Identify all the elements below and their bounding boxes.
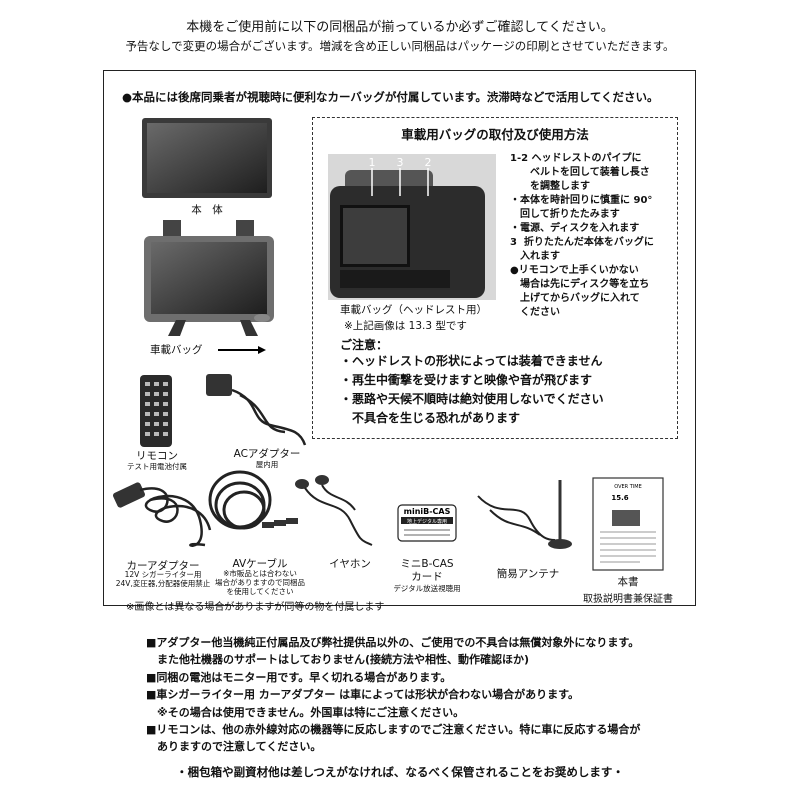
av-cable-image <box>208 470 298 530</box>
footnote: ※画像とは異なる場合がありますが同等の物を付属します <box>126 602 385 613</box>
ac-adapter-label: ACアダプター <box>233 448 301 460</box>
manual-image <box>592 477 664 571</box>
antenna-image <box>477 480 572 549</box>
header-line-1: 本機をご使用前に以下の同梱品が揃っているか必ずご確認してください。 <box>186 20 614 35</box>
step-line: 場合は先にディスク等を立ち <box>510 279 650 290</box>
antenna-label: 簡易アンテナ <box>496 568 560 580</box>
bcas-card-text: miniB-CAS <box>404 507 451 516</box>
bag-caption: 車載バッグ（ヘッドレスト用） <box>340 304 487 316</box>
note-line: ■車シガーライター用 カーアダプター は車によっては形状が合わない場合があります… <box>146 688 579 702</box>
bcas-label: ミニB-CAS <box>400 558 454 570</box>
caution-item: 不具合を生じる恐れがあります <box>340 411 521 425</box>
earphone-image <box>295 475 373 546</box>
step-line: 1-2 ヘッドレストのパイプに <box>510 153 642 164</box>
car-adapter-image <box>113 482 212 547</box>
note-line: また他社機器のサポートはしておりません(接続方法や相性、動作確認ほか) <box>146 653 530 667</box>
car-bag-label: 車載バッグ <box>150 344 203 356</box>
note-line: ■アダプター他当機純正付属品及び弊社提供品以外の、ご使用での不具合は無償対象外に… <box>146 636 640 649</box>
monitor-image <box>142 118 272 198</box>
car-adapter-sub-1: 12V シガーライター用 <box>124 570 202 579</box>
photo-number-2: 2 <box>425 156 432 169</box>
notes-list: ■アダプター他当機純正付属品及び弊社提供品以外の、ご使用での不具合は無償対象外に… <box>146 634 640 756</box>
remote-image <box>140 375 172 447</box>
av-cable-sub-3: を使用してください <box>226 587 294 596</box>
caution-item: ・ヘッドレストの形状によっては装着できません <box>340 354 603 368</box>
car-adapter-sub-2: 24V,変圧器,分配器使用禁止 <box>115 579 211 588</box>
bag-usage-title: 車載用バッグの取付及び使用方法 <box>401 127 589 142</box>
bag-note: ●本品には後席同乗者が視聴時に便利なカーバッグが付属しています。渋滞時などで活用… <box>122 90 659 104</box>
car-adapter-label: カーアダプター <box>126 560 200 572</box>
earphone-label: イヤホン <box>329 558 371 570</box>
manual-sub: 取扱説明書兼保証書 <box>583 594 673 605</box>
bag-steps: 1-2 ヘッドレストのパイプに ベルトを回して装着し長さ を調整します ・本体を… <box>510 152 680 320</box>
note-line: ■リモコンは、他の赤外線対応の機器等に反応しますのでご注意ください。特に車に反応… <box>146 723 641 737</box>
bcas-card-image <box>397 504 457 542</box>
bcas-sub: デジタル放送視聴用 <box>393 584 461 593</box>
caution-item: ・再生中衝撃を受けますと映像や音が飛びます <box>340 373 593 387</box>
step-line: 3 折りたたんだ本体をバッグに <box>510 237 654 248</box>
note-line: ■同梱の電池はモニター用です。早く切れる場合があります。 <box>146 670 452 684</box>
bcas-card-sub: 地上デジタル専用 <box>407 518 447 525</box>
final-note: ・梱包箱や副資材他は差しつえがなければ、なるべく保管されることをお奨めします・ <box>176 765 624 779</box>
manual-size: 15.6 <box>611 494 628 502</box>
ac-adapter-image <box>206 374 307 446</box>
manual-brand: OVER TIME <box>614 484 642 490</box>
bag-usage-panel <box>312 117 678 439</box>
step-line: 入れます <box>510 251 560 262</box>
note-line: ※その場合は使用できません。外国車は特にご注意ください。 <box>146 705 465 719</box>
photo-number-1: 1 <box>369 156 376 169</box>
remote-label: リモコン <box>136 450 178 462</box>
av-cable-label: AVケーブル <box>232 558 288 570</box>
contents-frame <box>103 70 696 606</box>
caution-item: ・悪路や天候不順時は絶対使用しないでください <box>340 392 604 406</box>
note-line: ありますので注意してください。 <box>146 740 322 754</box>
step-line: ●リモコンで上手くいかない <box>510 265 639 276</box>
av-cable-sub-1: ※市販品とは合わない <box>223 569 297 578</box>
caution-list: ・ヘッドレストの形状によっては装着できません ・再生中衝撃を受けますと映像や音が… <box>340 352 604 428</box>
header-line-2: 予告なしで変更の場合がございます。増減を含め正しい同梱品はパッケージの印刷とさせ… <box>125 39 675 53</box>
step-line: 回して折りたたみます <box>510 209 620 220</box>
step-line: ・電源、ディスクを入れます <box>510 223 640 234</box>
manual-label: 本書 <box>617 576 639 588</box>
step-line: を調整します <box>510 181 590 192</box>
car-bag-image <box>144 220 274 354</box>
ac-adapter-sub: 屋内用 <box>255 460 279 469</box>
photo-number-3: 3 <box>397 156 404 169</box>
step-line: ・本体を時計回りに慎重に 90° <box>510 195 653 206</box>
step-line: 上げてからバッグに入れて <box>510 293 640 304</box>
headrest-photo <box>328 154 496 300</box>
av-cable-sub-2: 場合がありますので同梱品 <box>215 578 305 587</box>
main-unit-label: 本 体 <box>191 204 223 216</box>
caution-title: ご注意： <box>340 338 389 352</box>
bag-caption-note: ※上記画像は 13.3 型です <box>344 320 467 332</box>
step-line: ベルトを回して装着し長さ <box>510 167 650 178</box>
bcas-label-2: カード <box>411 571 443 583</box>
step-line: ください <box>510 307 560 318</box>
remote-sub: テスト用電池付属 <box>127 462 187 471</box>
